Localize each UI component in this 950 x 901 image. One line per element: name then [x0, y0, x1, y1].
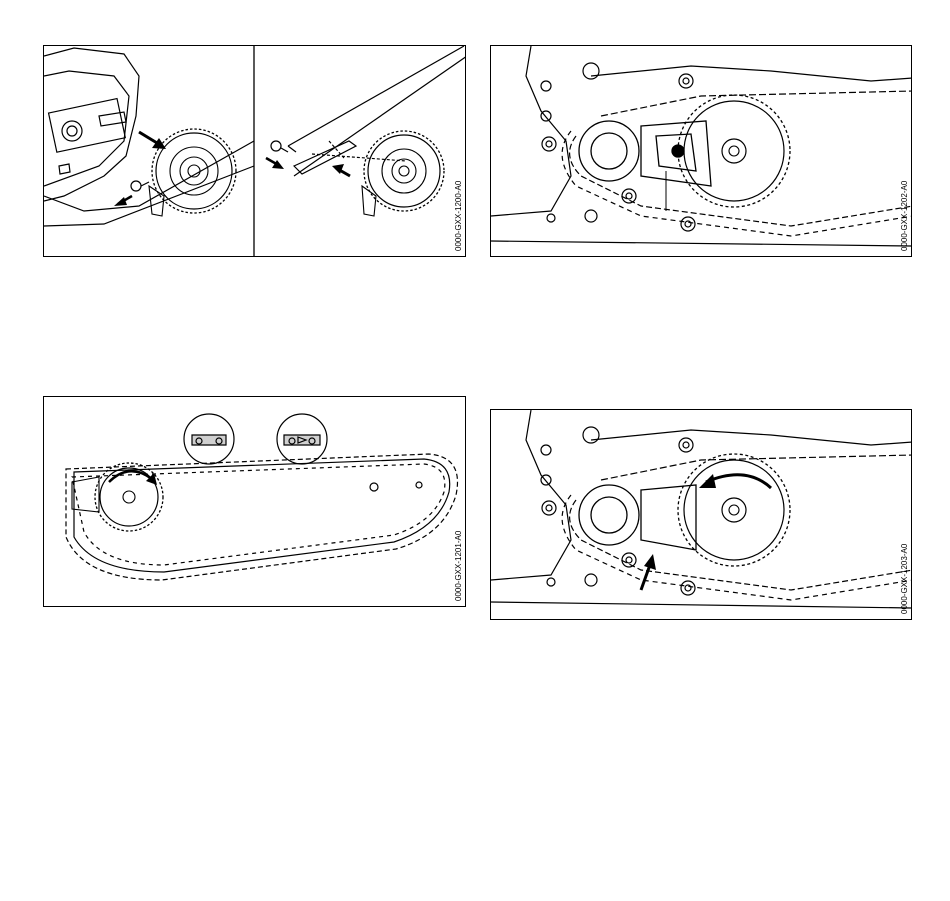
chain-tension-illustration [491, 410, 912, 620]
saw-chain [562, 455, 912, 600]
rotation-arrow-icon [109, 471, 157, 485]
figure-1203-panel: 0000-GXX-1203-A0 [490, 409, 912, 620]
arrow-right-icon [139, 132, 166, 149]
figure-code: 0000-GXX-1201-A0 [454, 531, 463, 601]
rotation-arrow-icon [699, 474, 771, 488]
figure-code: 0000-GXX-1200-A0 [454, 181, 463, 251]
figure-code: 0000-GXX-1202-A0 [900, 181, 909, 251]
chain-mounting-illustration [491, 46, 912, 257]
clutch-drum [579, 485, 696, 550]
figure-code: 0000-GXX-1203-A0 [900, 544, 909, 614]
screw-icon [131, 181, 149, 191]
guide-bar [74, 459, 450, 572]
guide-bar [288, 46, 466, 176]
chain-link-detail-left [184, 414, 234, 464]
arrow-right-icon [266, 158, 284, 169]
screw-icon [271, 141, 288, 152]
arrow-up-icon [641, 554, 656, 590]
figure-1202-panel: 0000-GXX-1202-A0 [490, 45, 912, 257]
sprocket-wheel-left [149, 129, 236, 216]
sprocket-wheel [72, 463, 163, 531]
saw-body [491, 46, 912, 246]
arrow-left-icon [114, 196, 132, 206]
figure-1200-panel: 0000-GXX-1200-A0 [43, 45, 466, 257]
chain-link-detail-right [277, 414, 327, 464]
sprocket-removal-illustration [44, 46, 466, 257]
sprocket-wheel-right [362, 131, 444, 216]
sprocket-wheel [678, 95, 790, 207]
arrow-left-icon [332, 164, 350, 176]
figure-1201-panel: 0000-GXX-1201-A0 [43, 396, 466, 607]
chain-on-bar-illustration [44, 397, 466, 607]
saw-chain [562, 91, 912, 236]
